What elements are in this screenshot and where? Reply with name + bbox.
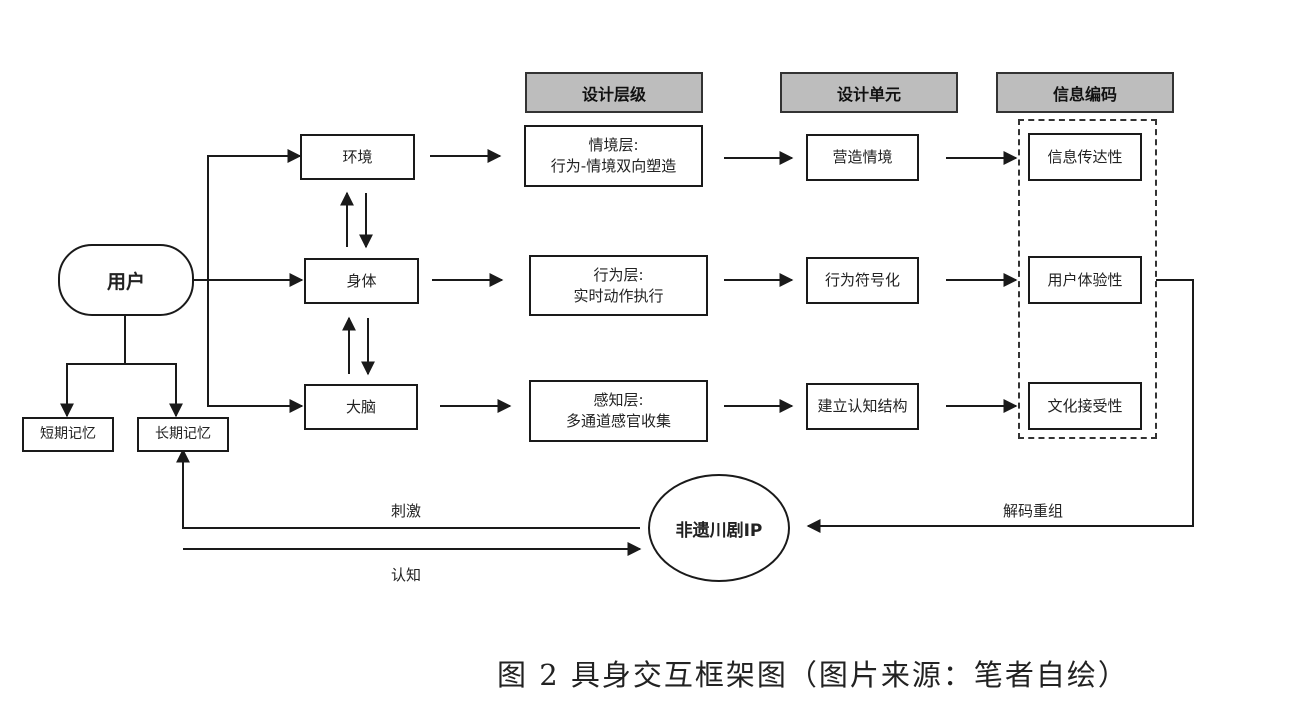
encoding-communication: 信息传达性 <box>1028 133 1142 181</box>
arrow-user-short-memory <box>60 316 126 418</box>
level-behavior-desc: 实时动作执行 <box>573 286 664 305</box>
unit-behavior-symbolization: 行为符号化 <box>806 257 919 304</box>
long-term-memory-box: 长期记忆 <box>137 417 229 452</box>
header-info-encoding: 信息编码 <box>996 72 1174 113</box>
environment-node: 环境 <box>300 134 415 180</box>
level-behavior-title: 行为层: <box>593 265 644 284</box>
edge-label-cognition: 认知 <box>391 566 422 584</box>
edge-label-decode: 解码重组 <box>1003 502 1064 520</box>
level-situation-desc: 行为-情境双向塑造 <box>550 157 677 175</box>
level-situation-box: 情境层: 行为-情境双向塑造 <box>524 125 703 187</box>
level-perception-box: 感知层: 多通道感官收集 <box>529 380 708 442</box>
encoding-group-border <box>1018 119 1157 439</box>
arrow-decode-to-ip <box>806 279 1194 533</box>
arrow-user-brain <box>207 280 304 413</box>
body-node: 身体 <box>304 258 419 304</box>
brain-node: 大脑 <box>304 384 418 430</box>
arrow-user-environment <box>193 149 302 281</box>
level-perception-desc: 多通道感官收集 <box>565 412 671 430</box>
edge-label-stimulus: 刺激 <box>391 502 422 520</box>
arrow-user-long-memory <box>125 363 183 418</box>
figure-caption: 图 2 具身交互框架图（图片来源：笔者自绘） <box>497 658 1129 692</box>
encoding-user-experience: 用户体验性 <box>1028 256 1142 304</box>
level-behavior-box: 行为层: 实时动作执行 <box>529 255 708 316</box>
header-design-level: 设计层级 <box>525 72 703 113</box>
unit-create-situation: 营造情境 <box>806 134 919 181</box>
header-design-unit: 设计单元 <box>780 72 958 113</box>
level-perception-title: 感知层: <box>593 391 644 409</box>
sichuan-opera-ip-node: 非遗川剧IP <box>648 474 790 582</box>
short-term-memory-box: 短期记忆 <box>22 417 114 452</box>
level-situation-title: 情境层: <box>588 136 639 154</box>
arrow-stimulus <box>176 448 640 529</box>
unit-build-cognitive-structure: 建立认知结构 <box>806 383 919 430</box>
encoding-cultural-acceptance: 文化接受性 <box>1028 382 1142 430</box>
user-node: 用户 <box>58 244 194 316</box>
